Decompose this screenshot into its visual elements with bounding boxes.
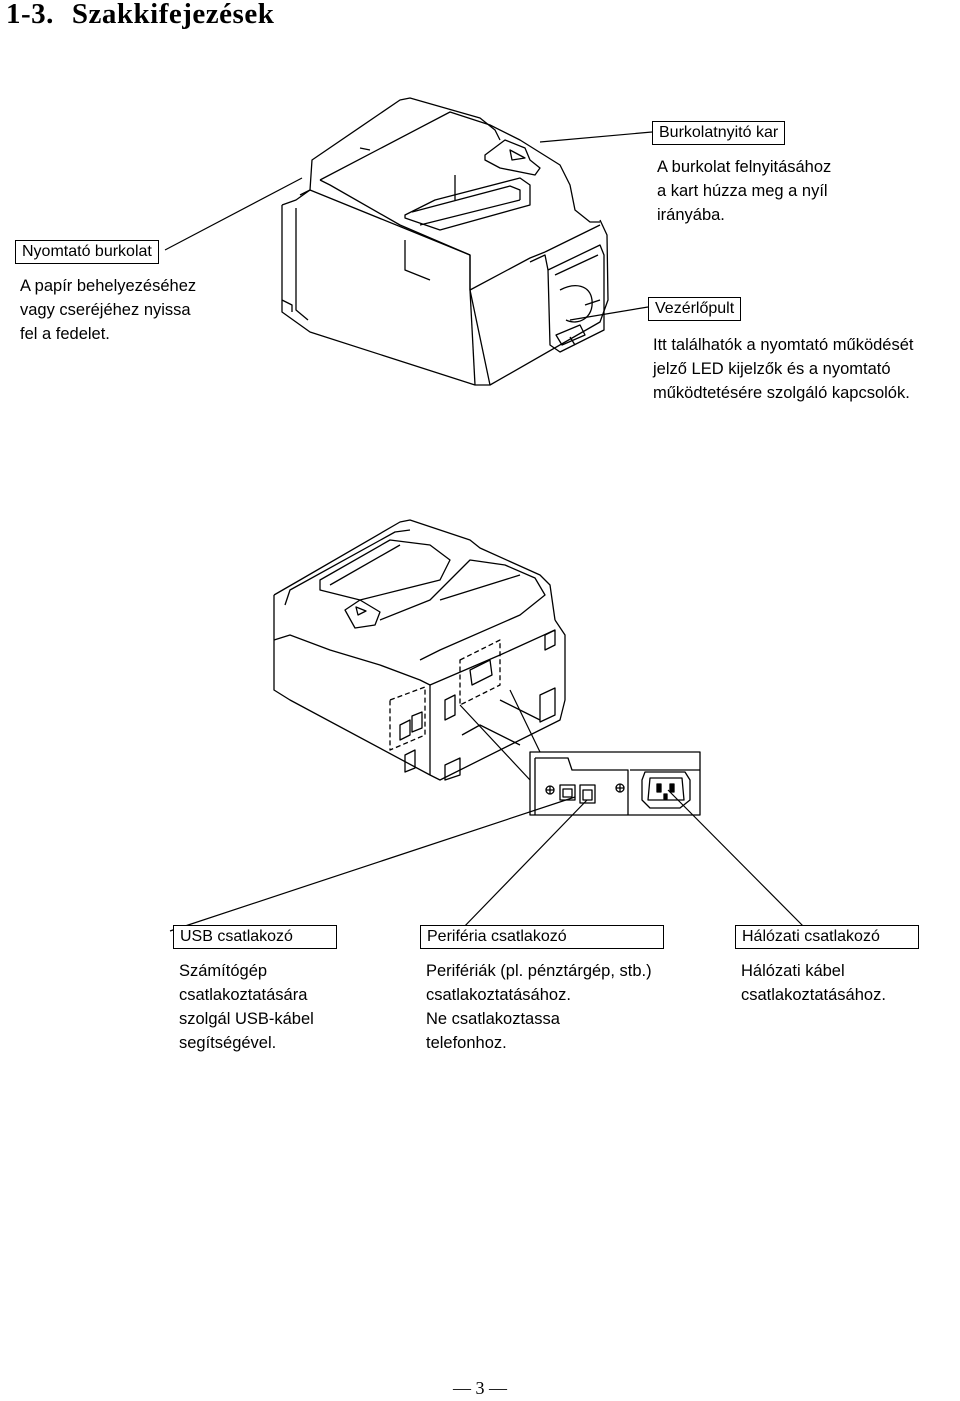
printer-front-drawing [281,97,609,386]
description-line: jelző LED kijelzők és a nyomtató [653,360,891,378]
description-line: segítségével. [179,1034,277,1052]
callout-usb-label: USB csatlakozó [173,925,337,949]
description-line: telefonhoz. [426,1034,507,1052]
description-line: Itt találhatók a nyomtató működését [653,336,914,354]
callout-control-panel-description: Itt találhatók a nyomtató működését jelz… [653,333,913,405]
section-title: Szakkifejezések [71,0,275,30]
callout-peripheral-description: Perifériák (pl. pénztárgép, stb.) csatla… [426,959,652,1055]
description-line: Számítógép [179,962,268,980]
callout-usb-description: Számítógép csatlakoztatására szolgál USB… [179,959,314,1055]
description-line: működtetésére szolgáló kapcsolók. [653,384,910,402]
description-line: Perifériák (pl. pénztárgép, stb.) [426,962,652,980]
callout-power-description: Hálózati kábel csatlakoztatásához. [741,959,886,1007]
description-line: csatlakoztatásához. [741,986,886,1004]
page-number-value: 3 [475,1378,485,1398]
description-line: A papír behelyezéséhez [20,277,197,295]
page-number: — 3 — [0,1378,960,1399]
description-line: vagy cseréjéhez nyissa [20,301,191,319]
description-line: csatlakoztatásához. [426,986,571,1004]
callout-control-panel-label: Vezérlőpult [648,297,742,321]
callout-printer-cover-description: A papír behelyezéséhez vagy cseréjéhez n… [20,274,196,346]
connector-panel-drawing [529,751,701,816]
callout-cover-lever-description: A burkolat felnyitásához a kart húzza me… [657,155,831,227]
description-line: szolgál USB-kábel [179,1010,314,1028]
section-number: 1-3. [6,0,54,30]
section-heading: 1-3. Szakkifejezések [6,0,274,31]
description-line: csatlakoztatására [179,986,308,1004]
leader-lines [164,131,809,932]
description-line: irányába. [657,206,725,224]
callout-peripheral-label: Periféria csatlakozó [420,925,664,949]
page-number-dash-left: — [453,1378,471,1398]
description-line: Hálózati kábel [741,962,845,980]
callout-power-label: Hálózati csatlakozó [735,925,919,949]
description-line: fel a fedelet. [20,325,110,343]
callout-printer-cover-label: Nyomtató burkolat [15,240,159,264]
page-number-dash-right: — [489,1378,507,1398]
description-line: Ne csatlakoztassa [426,1010,560,1028]
callout-cover-lever-label: Burkolatnyitó kar [652,121,786,145]
printer-rear-drawing [273,519,566,781]
description-line: A burkolat felnyitásához [657,158,832,176]
description-line: a kart húzza meg a nyíl [657,182,828,200]
